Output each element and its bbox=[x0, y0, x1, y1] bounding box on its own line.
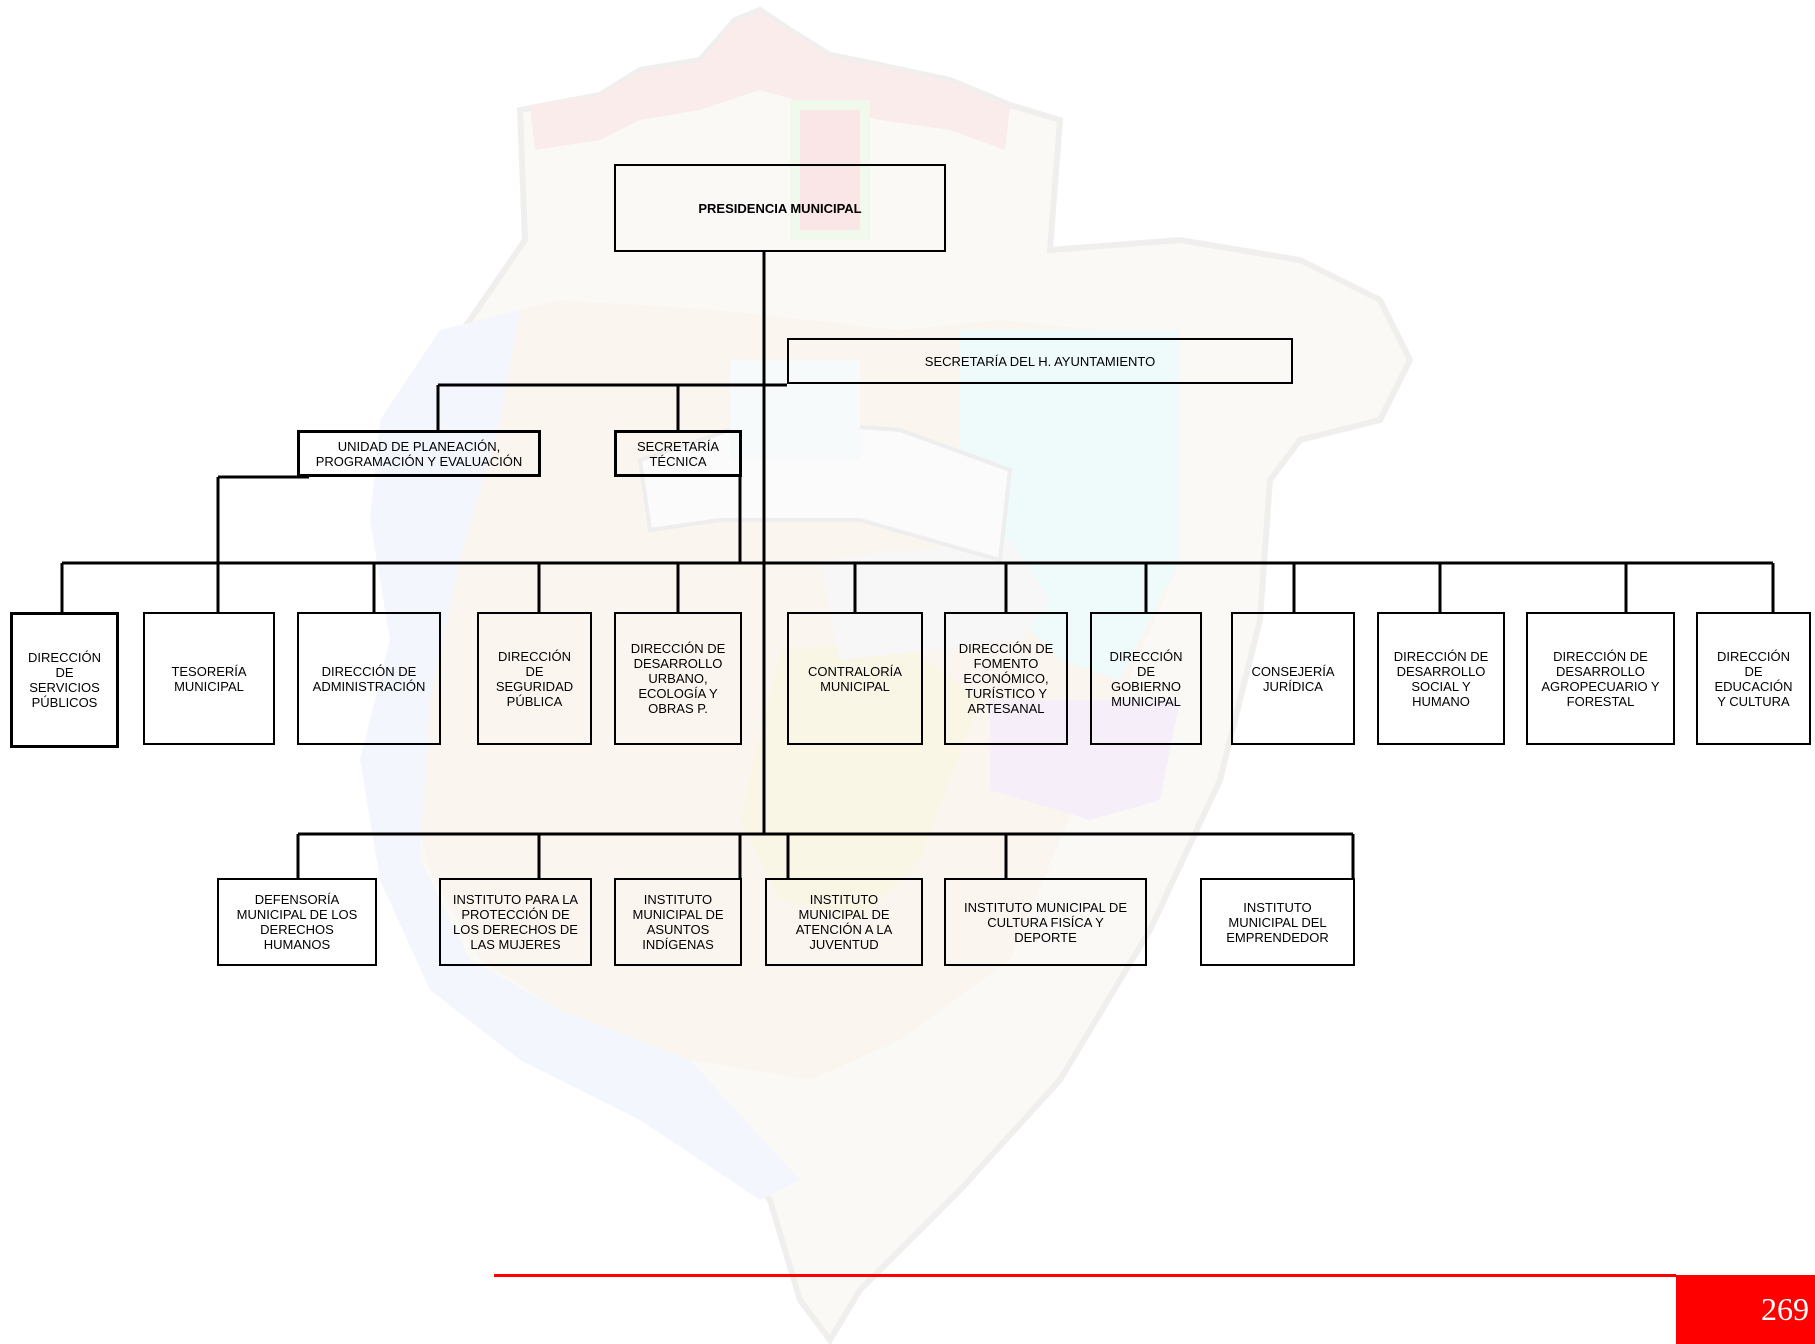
secretaria-tecnica-box: SECRETARÍA TÉCNICA bbox=[614, 430, 742, 477]
footer-rule bbox=[494, 1274, 1676, 1277]
unidad-planeacion-box: UNIDAD DE PLANEACIÓN, PROGRAMACIÓN Y EVA… bbox=[297, 430, 541, 477]
direccion-seguridad-publica-box: DIRECCIÓN DE SEGURIDAD PÚBLICA bbox=[477, 612, 592, 745]
direccion-desarrollo-social-box: DIRECCIÓN DE DESARROLLO SOCIAL Y HUMANO bbox=[1377, 612, 1505, 745]
instituto-juventud-box: INSTITUTO MUNICIPAL DE ATENCIÓN A LA JUV… bbox=[765, 878, 923, 966]
direccion-fomento-economico-box: DIRECCIÓN DE FOMENTO ECONÓMICO, TURÍSTIC… bbox=[944, 612, 1068, 745]
page-number: 269 bbox=[1676, 1275, 1815, 1344]
presidencia-municipal-box: PRESIDENCIA MUNICIPAL bbox=[614, 164, 946, 252]
defensoria-derechos-humanos-box: DEFENSORÍA MUNICIPAL DE LOS DERECHOS HUM… bbox=[217, 878, 377, 966]
instituto-asuntos-indigenas-box: INSTITUTO MUNICIPAL DE ASUNTOS INDÍGENAS bbox=[614, 878, 742, 966]
direccion-desarrollo-urbano-box: DIRECCIÓN DE DESARROLLO URBANO, ECOLOGÍA… bbox=[614, 612, 742, 745]
contraloria-municipal-box: CONTRALORÍA MUNICIPAL bbox=[787, 612, 923, 745]
tesoreria-municipal-box: TESORERÍA MUNICIPAL bbox=[143, 612, 275, 745]
direccion-educacion-cultura-box: DIRECCIÓN DE EDUCACIÓN Y CULTURA bbox=[1696, 612, 1811, 745]
instituto-mujeres-box: INSTITUTO PARA LA PROTECCIÓN DE LOS DERE… bbox=[439, 878, 592, 966]
direccion-administracion-box: DIRECCIÓN DE ADMINISTRACIÓN bbox=[297, 612, 441, 745]
direccion-desarrollo-agropecuario-box: DIRECCIÓN DE DESARROLLO AGROPECUARIO Y F… bbox=[1526, 612, 1675, 745]
direccion-servicios-publicos-box: DIRECCIÓN DE SERVICIOS PÚBLICOS bbox=[10, 612, 119, 748]
instituto-cultura-fisica-box: INSTITUTO MUNICIPAL DE CULTURA FISÍCA Y … bbox=[944, 878, 1147, 966]
consejeria-juridica-box: CONSEJERÍA JURÍDICA bbox=[1231, 612, 1355, 745]
direccion-gobierno-municipal-box: DIRECCIÓN DE GOBIERNO MUNICIPAL bbox=[1090, 612, 1202, 745]
instituto-emprendedor-box: INSTITUTO MUNICIPAL DEL EMPRENDEDOR bbox=[1200, 878, 1355, 966]
secretaria-ayuntamiento-box: SECRETARÍA DEL H. AYUNTAMIENTO bbox=[787, 338, 1293, 384]
